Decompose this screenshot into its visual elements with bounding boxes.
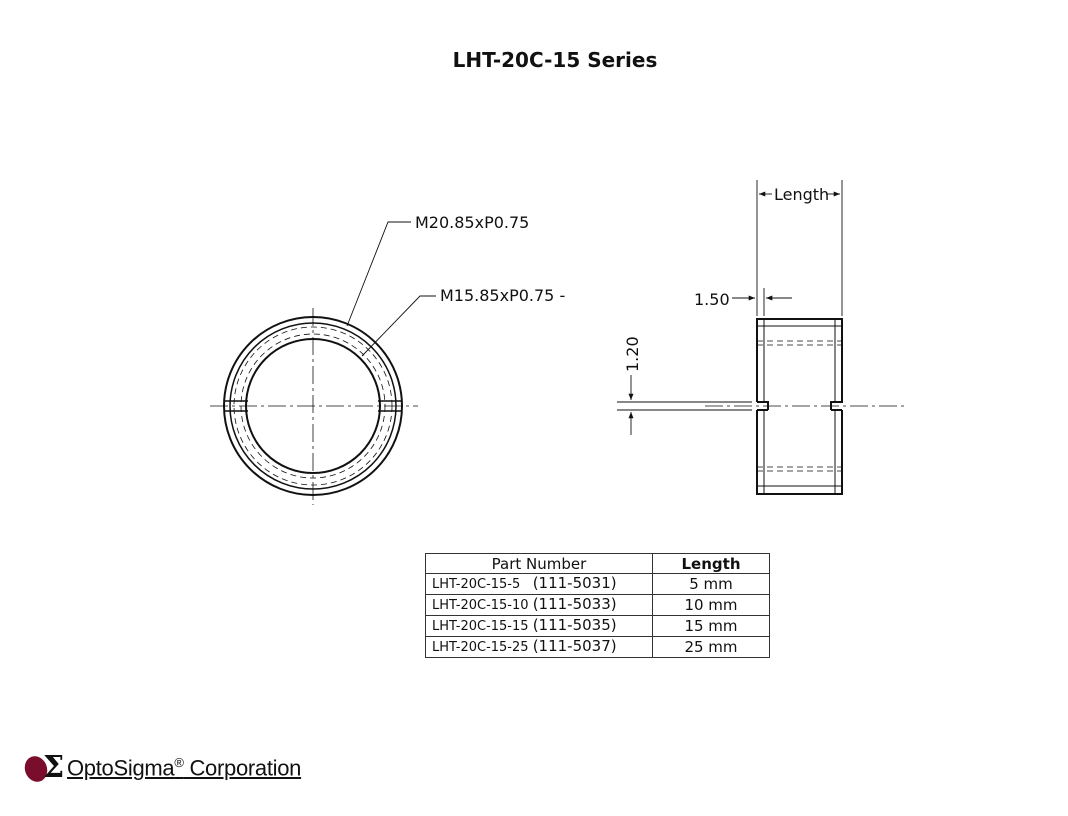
- table-header-row: Part Number Length: [425, 553, 770, 574]
- table-row: LHT-20C-15-10 (111-5033) 10 mm: [425, 594, 770, 616]
- drawing-title: LHT-20C-15 Series: [452, 48, 658, 72]
- table-row: LHT-20C-15-5 (111-5031) 5 mm: [425, 573, 770, 595]
- length-cell: 5 mm: [652, 573, 770, 595]
- length-cell: 15 mm: [652, 615, 770, 637]
- lip-width-label: 1.50: [694, 290, 730, 309]
- part-cell: LHT-20C-15-5 (111-5031): [425, 573, 653, 595]
- part-cell: LHT-20C-15-25 (111-5037): [425, 636, 653, 658]
- header-part-number: Part Number: [425, 553, 653, 574]
- part-code: (111-5031): [532, 574, 617, 592]
- part-number: LHT-20C-15-15: [432, 619, 529, 634]
- thread-leaders: [346, 221, 436, 357]
- front-view: [210, 308, 418, 505]
- company-logo: Σ OptoSigma® Corporation: [21, 750, 302, 785]
- lip-dimension: [732, 288, 792, 316]
- table-row: LHT-20C-15-15 (111-5035) 15 mm: [425, 615, 770, 637]
- part-number-table: Part Number Length LHT-20C-15-5 (111-503…: [425, 553, 770, 658]
- header-length: Length: [652, 553, 770, 574]
- company-name: OptoSigma® Corporation: [67, 754, 302, 781]
- table-row: LHT-20C-15-25 (111-5037) 25 mm: [425, 636, 770, 658]
- slot-dimension: [617, 375, 752, 435]
- length-cell: 10 mm: [652, 594, 770, 616]
- part-code: (111-5033): [532, 595, 617, 613]
- part-cell: LHT-20C-15-10 (111-5033): [425, 594, 653, 616]
- inner-thread-label: M15.85xP0.75 -: [440, 286, 565, 305]
- part-cell: LHT-20C-15-15 (111-5035): [425, 615, 653, 637]
- length-label: Length: [774, 185, 829, 204]
- part-code: (111-5035): [532, 616, 617, 634]
- part-number: LHT-20C-15-5: [432, 577, 521, 592]
- slot-width-label: 1.20: [623, 336, 642, 372]
- part-number: LHT-20C-15-25: [432, 640, 529, 655]
- side-bottom-body: [756, 410, 843, 495]
- side-view: [705, 318, 905, 495]
- length-dimension: [756, 180, 843, 316]
- optosigma-logo-icon: Σ: [21, 750, 64, 785]
- part-code: (111-5037): [532, 637, 617, 655]
- outer-thread-label: M20.85xP0.75: [415, 213, 529, 232]
- side-top-body: [756, 318, 843, 410]
- length-cell: 25 mm: [652, 636, 770, 658]
- part-number: LHT-20C-15-10: [432, 598, 529, 613]
